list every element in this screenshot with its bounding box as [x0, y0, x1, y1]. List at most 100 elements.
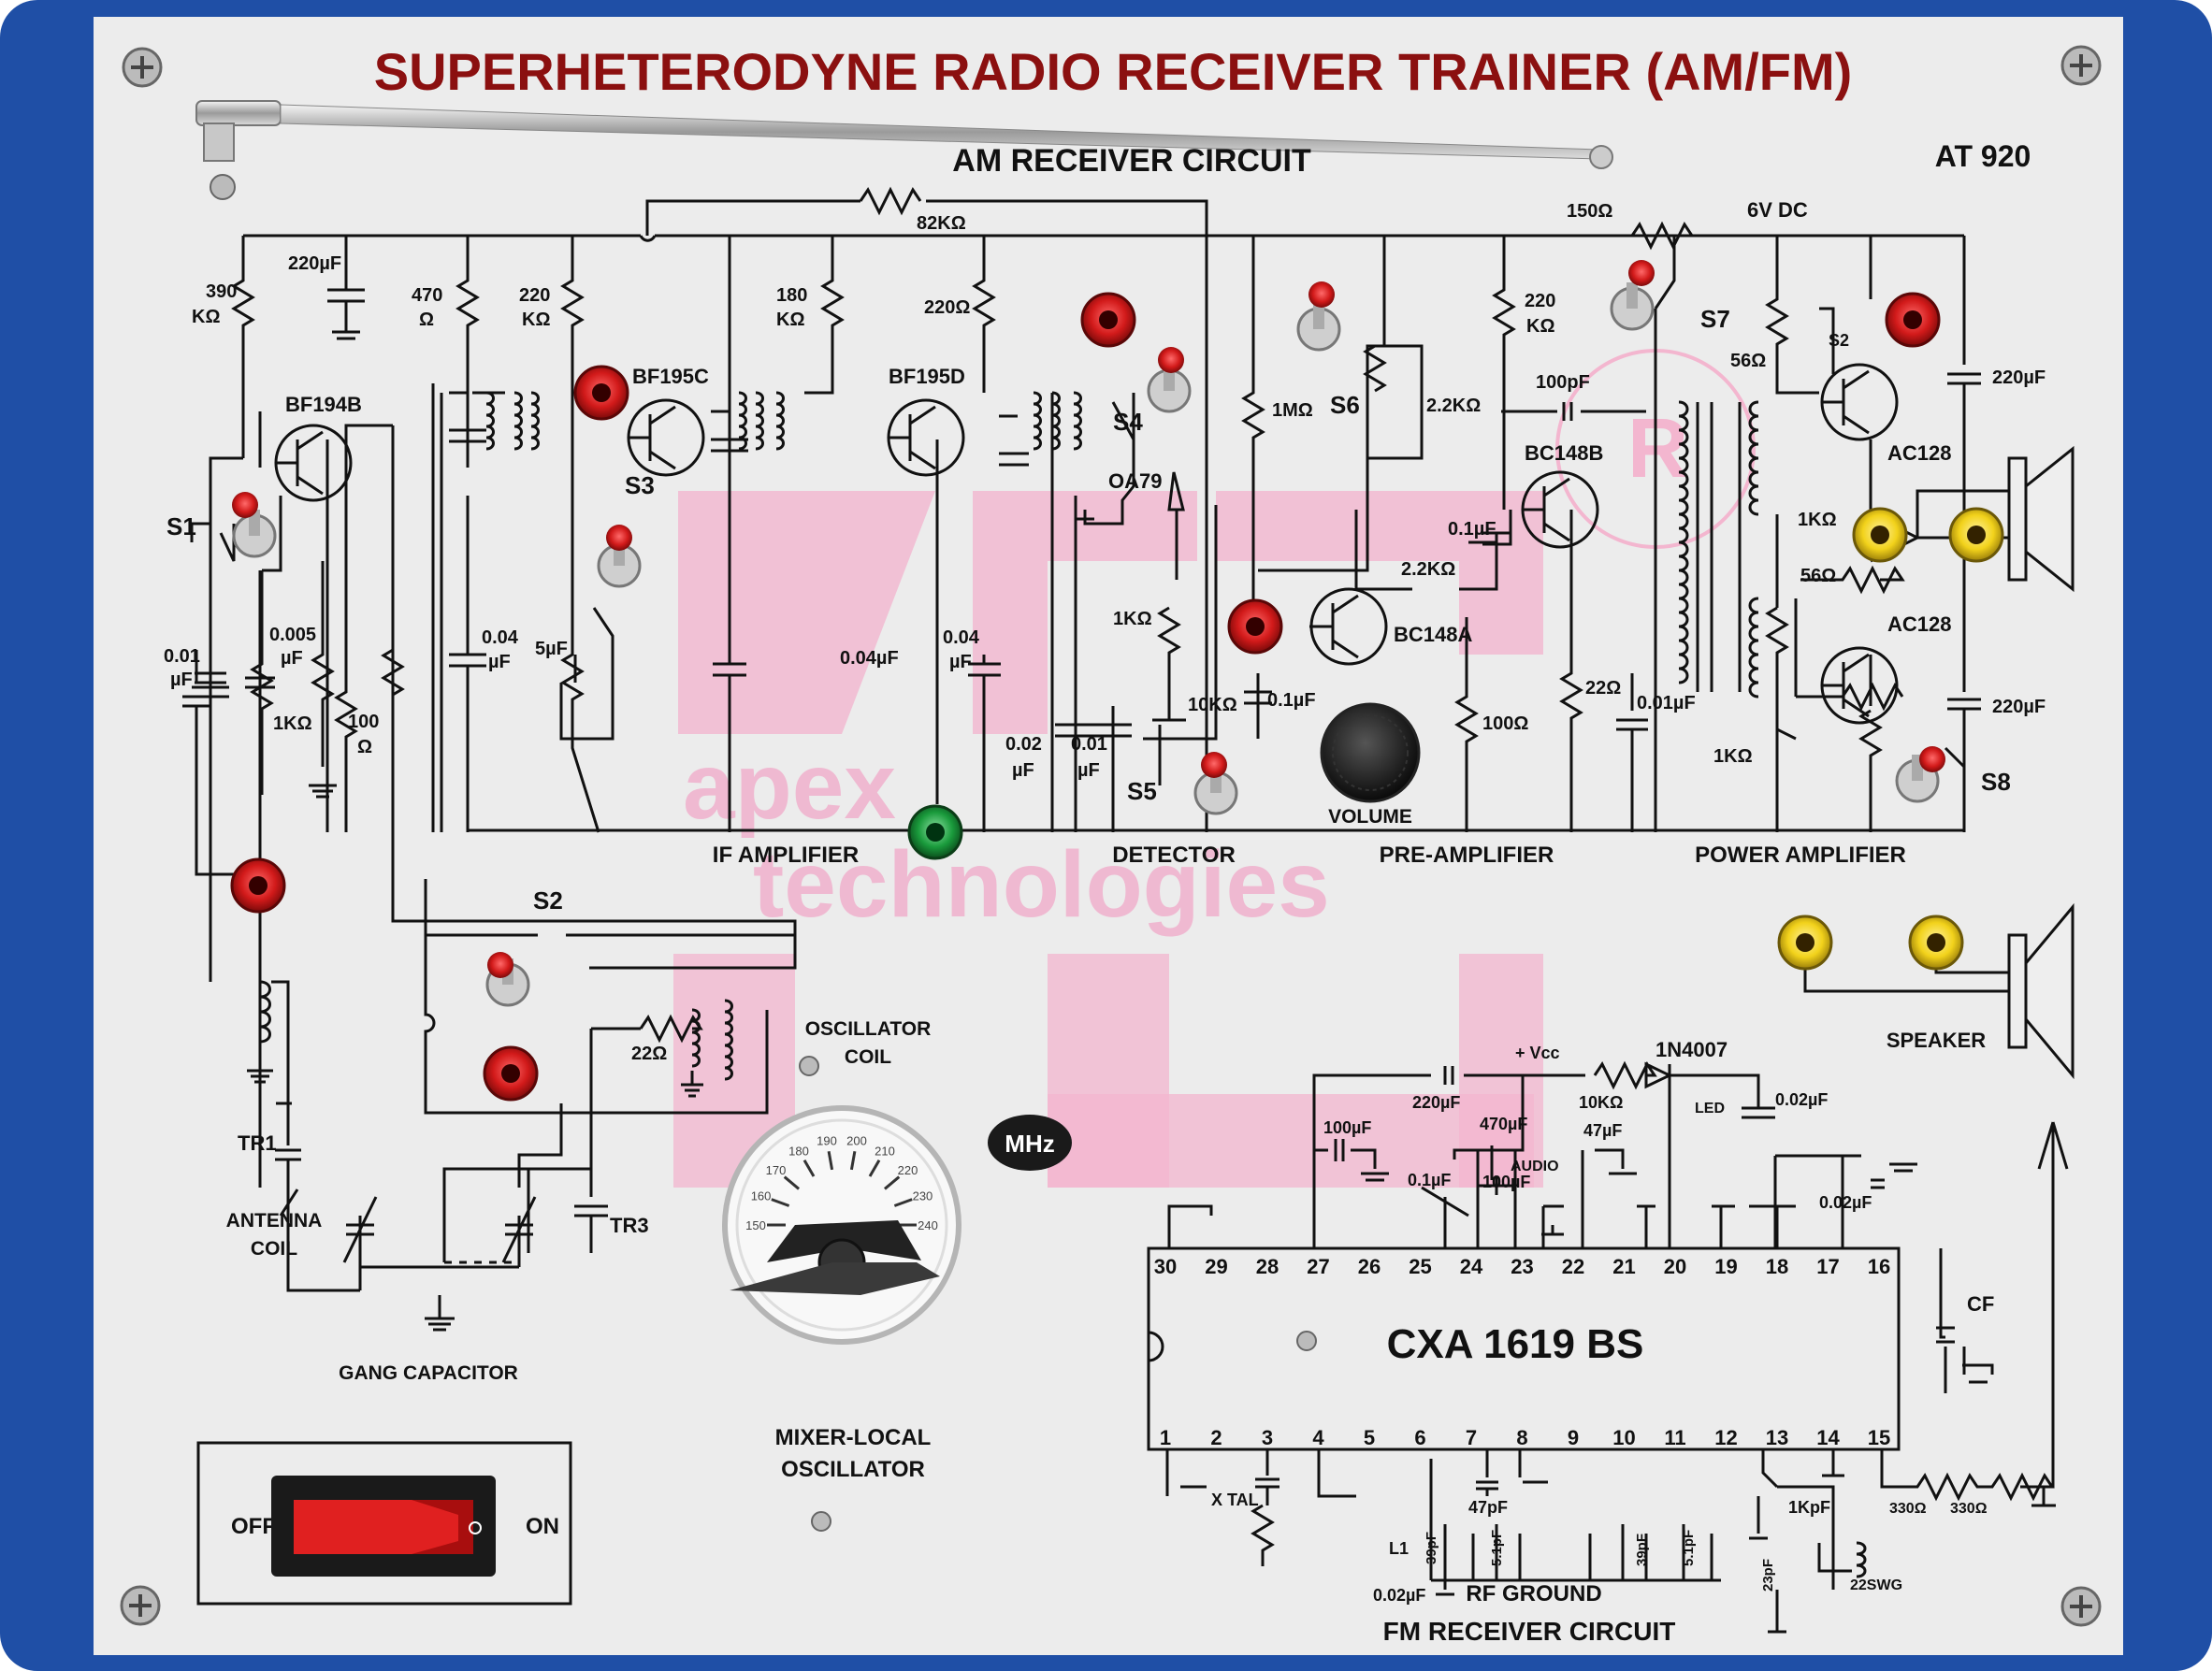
label-fm-c51p-b: 5.1pF	[1681, 1530, 1697, 1566]
label-oscillator-coil-line1: OSCILLATOR	[805, 1018, 932, 1040]
watermark-line2: technologies	[753, 832, 1330, 937]
patch-sockets	[230, 292, 2004, 1102]
fm-circuit-wiring	[1147, 1060, 2056, 1634]
screw-icon	[120, 45, 2102, 1627]
label-fm-c47p: 47pF	[1468, 1498, 1508, 1517]
toggle-switch-s4[interactable]	[1147, 347, 1192, 413]
ic-pin-number: 12	[1714, 1426, 1737, 1449]
label-c220u-c: 220µF	[1992, 697, 2046, 717]
ic-pin-number: 8	[1516, 1426, 1527, 1449]
ic-pin-number: 1	[1160, 1426, 1171, 1449]
dial-tick	[771, 1198, 790, 1207]
dial-scale-label: 170	[766, 1163, 787, 1177]
label-audio: AUDIO	[1511, 1159, 1559, 1174]
toggle-switch-s2[interactable]	[485, 952, 530, 1007]
dial-scale-label: 210	[875, 1144, 895, 1158]
label-c01u-a: 0.1µF	[1448, 519, 1496, 540]
label-detector: DETECTOR	[1112, 843, 1236, 868]
dial-tick	[868, 1159, 881, 1177]
label-fm-c470u: 470µF	[1480, 1115, 1527, 1133]
power-switch[interactable]	[271, 1476, 496, 1577]
socket-red[interactable]	[1227, 598, 1283, 655]
label-fm-c1kp: 1KpF	[1788, 1498, 1830, 1517]
dial-tick	[802, 1159, 816, 1177]
label-rf-ground: RF GROUND	[1466, 1581, 1601, 1606]
am-circuit-wiring	[182, 186, 1981, 1332]
label-r470-unit: Ω	[419, 310, 434, 330]
label-r100: 100	[348, 712, 379, 732]
label-c004-a-unit: µF	[488, 652, 511, 672]
label-r100-unit: Ω	[357, 737, 372, 757]
label-oscillator-coil-line2: COIL	[845, 1046, 891, 1068]
ic-pin-number: 30	[1154, 1255, 1177, 1278]
ic-pin-number: 17	[1816, 1255, 1839, 1278]
label-fm-c220u: 220µF	[1412, 1093, 1460, 1112]
toggle-switch-s1[interactable]	[232, 492, 277, 558]
ic-pin-number: 14	[1816, 1426, 1840, 1449]
label-c004-c-unit: µF	[949, 652, 972, 672]
label-fm-r330-a: 330Ω	[1889, 1501, 1927, 1517]
socket-yellow[interactable]	[1777, 915, 1833, 971]
label-r2k2-b: 2.2KΩ	[1401, 559, 1455, 580]
ic-pin-number: 24	[1460, 1255, 1483, 1278]
label-r150: 150Ω	[1567, 201, 1612, 222]
socket-red[interactable]	[483, 1045, 539, 1102]
socket-yellow[interactable]	[1908, 915, 1964, 971]
socket-yellow[interactable]	[1852, 507, 1908, 563]
socket-green[interactable]	[907, 804, 963, 860]
transistor-q4-label: BC148A	[1394, 623, 1472, 646]
label-r180k: 180	[776, 285, 807, 306]
power-switch-frame	[196, 1441, 572, 1606]
toggle-switch-s6[interactable]	[1296, 281, 1341, 352]
socket-red[interactable]	[230, 857, 286, 914]
telescopic-antenna[interactable]	[195, 100, 1613, 169]
label-speaker: SPEAKER	[1887, 1029, 1986, 1052]
dial-scale-label: 230	[913, 1189, 933, 1203]
am-section-title: AM RECEIVER CIRCUIT	[952, 143, 1311, 179]
label-vcc: + Vcc	[1515, 1044, 1560, 1062]
ic-pin-number: 11	[1664, 1426, 1685, 1449]
label-c0005: 0.005	[269, 625, 316, 645]
toggle-switch-s3[interactable]	[597, 525, 642, 588]
label-fm-c002u: 0.02µF	[1775, 1090, 1828, 1109]
label-fm-c51p-a: 5.1pF	[1489, 1530, 1505, 1566]
toggle-switch-s5[interactable]	[1193, 752, 1238, 815]
label-r220k-a: 220	[519, 285, 550, 306]
label-fm-c100u-b: 100µF	[1482, 1173, 1530, 1191]
label-r1m: 1MΩ	[1272, 400, 1313, 421]
ic-pin-number: 18	[1766, 1255, 1788, 1278]
transistor-q5-label: BC148B	[1525, 441, 1603, 465]
socket-red[interactable]	[1080, 292, 1136, 348]
label-c5u: 5µF	[535, 639, 568, 659]
transistor-q6-label: AC128	[1887, 441, 1951, 465]
label-volume: VOLUME	[1328, 806, 1412, 828]
trainer-panel	[94, 17, 2123, 1655]
label-r82k: 82KΩ	[917, 213, 966, 234]
dial-scale-label: 190	[817, 1133, 837, 1147]
label-fm-c002u-c: 0.02µF	[1373, 1586, 1425, 1605]
label-led: LED	[1695, 1101, 1725, 1116]
socket-red[interactable]	[573, 365, 629, 421]
label-r220k-a-unit: KΩ	[522, 310, 550, 330]
volume-knob[interactable]	[1320, 702, 1421, 803]
ic-pin-number: 4	[1312, 1426, 1324, 1449]
dial-scale-label: 180	[788, 1144, 809, 1158]
ic-pin-number: 3	[1262, 1426, 1273, 1449]
watermark: R apex technologies	[673, 349, 1756, 1188]
label-c0005-unit: µF	[281, 648, 303, 669]
label-r1k-d: 1KΩ	[1713, 746, 1753, 767]
socket-red[interactable]	[1885, 292, 1941, 348]
label-fm-c23p: 23pF	[1760, 1559, 1776, 1592]
toggle-switch-s7[interactable]	[1610, 260, 1655, 331]
label-r56-b: 56Ω	[1800, 566, 1836, 586]
transistor-q3-label: BF195D	[889, 365, 965, 388]
socket-yellow[interactable]	[1948, 507, 2004, 563]
ic-pin-number: 7	[1466, 1426, 1477, 1449]
switch-s4-label: S4	[1113, 408, 1143, 436]
ic-pin-number: 20	[1664, 1255, 1686, 1278]
toggle-switch-s8[interactable]	[1895, 746, 1945, 803]
label-power-amplifier: POWER AMPLIFIER	[1695, 843, 1906, 868]
